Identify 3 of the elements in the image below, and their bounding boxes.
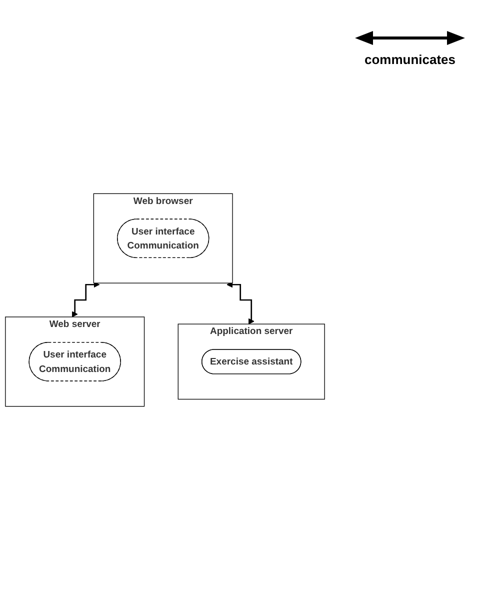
arrow	[226, 282, 254, 324]
legend-label: communicates	[364, 52, 456, 67]
arrow	[72, 282, 100, 318]
